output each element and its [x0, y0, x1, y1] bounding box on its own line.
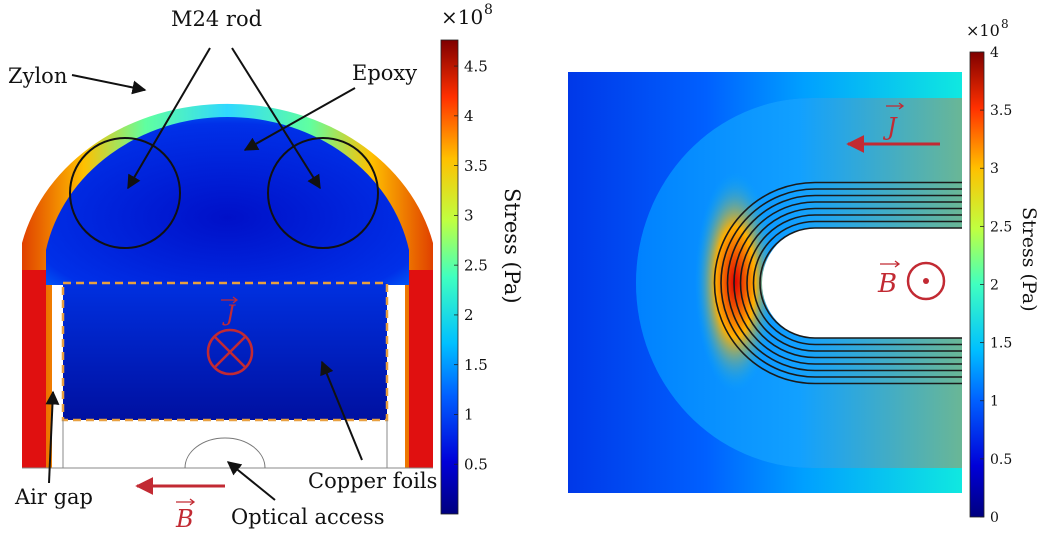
rod-label: M24 rod — [171, 7, 262, 31]
colorbar-tick-label: 1.5 — [990, 336, 1012, 352]
left-colorbar-exponent-power: 8 — [484, 2, 493, 18]
copper-arrow — [320, 360, 363, 461]
copper-foils-label: Copper foils — [308, 469, 437, 493]
air-gap-arrow — [45, 390, 60, 484]
left-colorbar-ticks: 0.5 1 1.5 2 2.5 3 3.5 4 4.5 — [454, 57, 488, 473]
epoxy-label: Epoxy — [352, 61, 417, 85]
zylon-right-leg — [409, 270, 433, 468]
right-colorbar-ticks: 0 0.5 1 1.5 2 2.5 3 3.5 4 — [980, 45, 1012, 526]
colorbar-tick-label: 0 — [990, 510, 999, 526]
copper-foil-block — [63, 283, 387, 420]
left-colorbar-exponent: ×10 — [441, 5, 483, 29]
zylon-arrow — [71, 74, 147, 95]
right-current-vector-arrow — [886, 102, 905, 110]
copper-dashed-outline — [61, 281, 389, 422]
rod-arrow-left — [127, 47, 211, 190]
colorbar-tick-label: 1.5 — [464, 356, 488, 374]
copper-foil-line — [746, 214, 962, 352]
epoxy-region — [46, 116, 409, 285]
copper-foil-line — [726, 194, 962, 372]
copper-foil-line — [759, 227, 962, 339]
colorbar-tick-label: 3 — [990, 161, 999, 177]
m24-rod-left — [69, 137, 181, 249]
colorbar-tick-label: 2 — [990, 277, 999, 293]
optical-arrow — [226, 461, 276, 501]
copper-foil-line — [739, 207, 962, 359]
field-out-of-page-icon — [906, 261, 946, 301]
right-inner-cutout — [762, 228, 962, 338]
optical-access-arc — [184, 437, 266, 469]
colorbar-tick-label: 2.5 — [464, 256, 488, 274]
colorbar-tick-label: 1 — [464, 406, 474, 424]
left-field-label: B — [175, 505, 194, 533]
m24-rod-right — [267, 137, 379, 249]
bore-region — [63, 422, 387, 468]
copper-foil-line — [713, 181, 962, 385]
left-panel: J B M24 rod Zylon Epoxy Air gap Copper f… — [8, 2, 524, 533]
right-copper-foils — [713, 181, 962, 385]
copper-foil-line — [720, 188, 962, 378]
zylon-label: Zylon — [8, 64, 67, 88]
right-colorbar-exponent-power: 8 — [1001, 17, 1009, 31]
left-current-vector-arrow — [221, 296, 239, 304]
optical-access-label: Optical access — [231, 505, 385, 529]
colorbar-tick-label: 4 — [990, 45, 999, 61]
epoxy-arrow — [243, 87, 356, 151]
right-field-vector-arrow — [880, 260, 901, 268]
left-field-vector-arrow — [176, 498, 196, 506]
right-colorbar-label: Stress (Pa) — [1018, 207, 1040, 312]
colorbar-tick-label: 2.5 — [990, 219, 1012, 235]
colorbar-tick-label: 3 — [464, 207, 474, 225]
colorbar-tick-label: 3.5 — [464, 157, 488, 175]
colorbar-tick-label: 4 — [464, 107, 474, 125]
rod-arrow-right — [231, 47, 321, 190]
colorbar-tick-label: 4.5 — [464, 57, 488, 75]
copper-foil-line — [752, 220, 962, 346]
current-into-page-icon — [206, 328, 254, 376]
right-panel: J B ×10 8 00.511.522.533.54 Stress (Pa) — [568, 17, 1040, 526]
colorbar-tick-label: 0.5 — [464, 455, 488, 473]
colorbar-tick-label: 2 — [464, 306, 474, 324]
air-gap-label: Air gap — [14, 485, 93, 509]
colorbar-tick-label: 3.5 — [990, 103, 1012, 119]
left-colorbar-label: Stress (Pa) — [500, 188, 524, 304]
colorbar-tick-label: 0.5 — [990, 452, 1012, 468]
left-current-label: J — [222, 302, 236, 327]
colorbar-tick-label: 1 — [990, 394, 999, 410]
copper-foil-line — [733, 201, 962, 365]
right-field-label: B — [877, 269, 897, 299]
zylon-left-leg — [22, 270, 46, 468]
left-colorbar — [440, 39, 459, 515]
right-colorbar-exponent: ×10 — [966, 21, 1000, 40]
